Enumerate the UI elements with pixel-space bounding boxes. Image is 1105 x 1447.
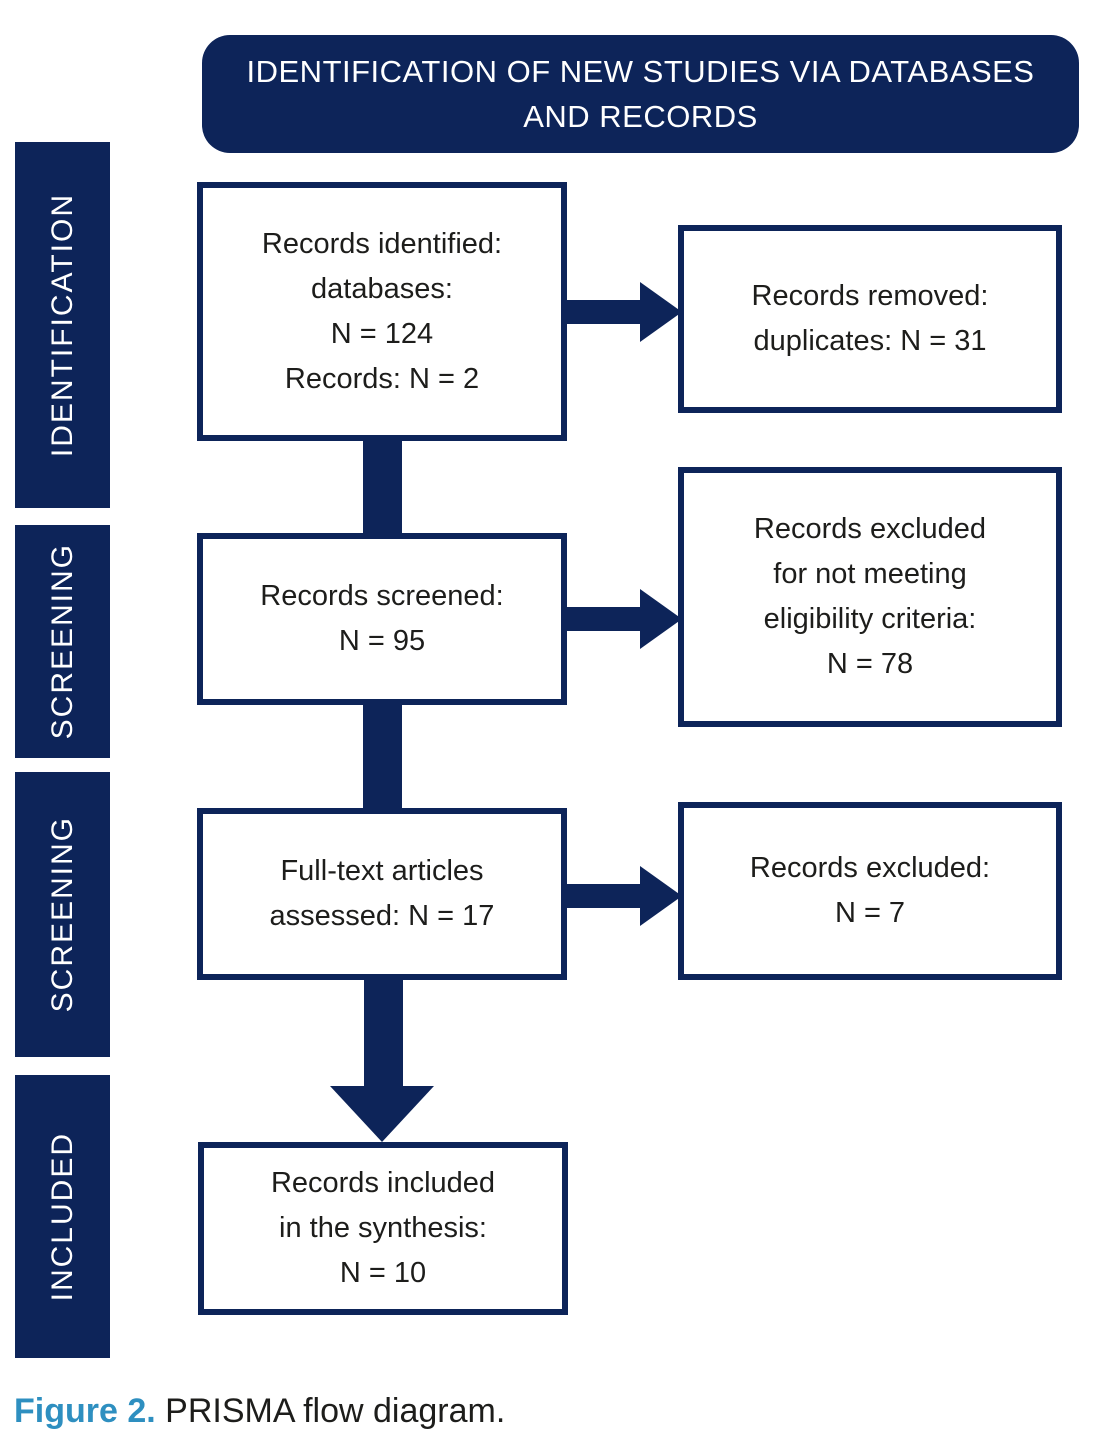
figure-caption: Figure 2. PRISMA flow diagram. <box>14 1392 505 1431</box>
diagram-title-line: AND RECORDS <box>523 99 758 134</box>
box-line: N = 7 <box>834 897 906 929</box>
arrow-right-icon <box>565 607 642 631</box>
arrow-down-head-icon <box>330 1086 434 1142</box>
box-line: N = 78 <box>826 648 914 680</box>
box-line: in the synthesis: <box>279 1212 487 1244</box>
box-line: N = 124 <box>330 317 434 350</box>
diagram-title-line: IDENTIFICATION OF NEW STUDIES VIA DATABA… <box>246 54 1035 89</box>
figure-caption-label: Figure 2. <box>14 1392 156 1430</box>
box-records-excluded-eligibility: Records excluded for not meeting eligibi… <box>678 467 1062 727</box>
stage-label-text: IDENTIFICATION <box>45 192 79 458</box>
connector-vertical <box>363 438 402 536</box>
box-line: Records excluded: <box>749 852 991 884</box>
box-records-excluded: Records excluded: N = 7 <box>678 802 1062 980</box>
arrow-right-icon <box>565 300 642 324</box>
box-line: duplicates: N = 31 <box>753 325 987 357</box>
stage-label-text: INCLUDED <box>45 1131 79 1302</box>
stage-label-included: INCLUDED <box>15 1075 110 1358</box>
box-line: N = 95 <box>338 625 426 657</box>
box-line: Records included <box>270 1167 496 1199</box>
box-line: Records identified: <box>261 227 503 260</box>
stage-label-screening-1: SCREENING <box>15 525 110 758</box>
box-records-included: Records included in the synthesis: N = 1… <box>198 1142 568 1315</box>
box-records-removed-duplicates: Records removed: duplicates: N = 31 <box>678 225 1062 413</box>
box-line: N = 10 <box>339 1257 427 1289</box>
box-line: databases: <box>311 272 453 305</box>
box-line: Records: N = 2 <box>284 362 480 395</box>
box-records-identified: Records identified: databases: N = 124 R… <box>197 182 567 441</box>
arrow-right-head-icon <box>640 589 682 649</box>
stage-label-identification: IDENTIFICATION <box>15 142 110 508</box>
box-fulltext-assessed: Full-text articles assessed: N = 17 <box>197 808 567 980</box>
arrow-right-head-icon <box>640 282 682 342</box>
box-line: eligibility criteria: <box>763 603 977 635</box>
arrow-right-icon <box>565 884 642 908</box>
box-line: for not meeting <box>773 558 967 590</box>
box-line: Records screened: <box>260 580 504 612</box>
box-line: Records removed: <box>751 280 989 312</box>
box-line: assessed: N = 17 <box>269 900 495 932</box>
stage-label-screening-2: SCREENING <box>15 772 110 1057</box>
arrow-down-icon <box>364 977 403 1088</box>
connector-vertical <box>363 702 402 811</box>
box-records-screened: Records screened: N = 95 <box>197 533 567 705</box>
stage-label-text: SCREENING <box>45 543 79 740</box>
box-line: Records excluded <box>753 513 987 545</box>
box-line: Full-text articles <box>280 855 484 887</box>
arrow-right-head-icon <box>640 866 682 926</box>
figure-caption-text: PRISMA flow diagram. <box>155 1392 506 1430</box>
diagram-title-banner: IDENTIFICATION OF NEW STUDIES VIA DATABA… <box>202 35 1079 153</box>
stage-label-text: SCREENING <box>45 816 79 1013</box>
